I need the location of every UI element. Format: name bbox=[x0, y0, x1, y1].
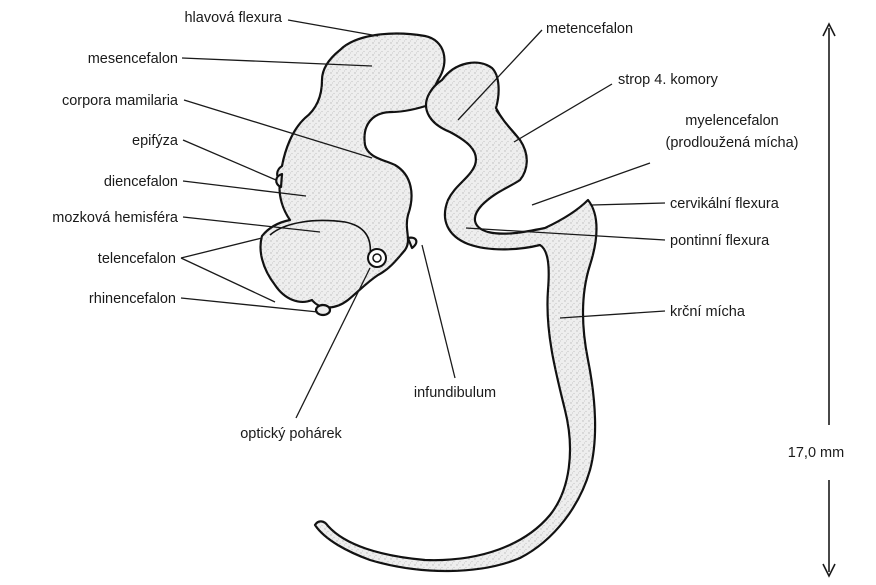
label-diencefalon: diencefalon bbox=[104, 174, 178, 190]
label-krcni-micha: krční mícha bbox=[670, 304, 746, 320]
leader-hlavova-flexura bbox=[288, 20, 378, 36]
label-rhinencefalon: rhinencefalon bbox=[89, 291, 176, 307]
label-mozkova-hemisfera: mozková hemisféra bbox=[52, 210, 179, 226]
scale-bar-label: 17,0 mm bbox=[788, 445, 844, 461]
leader-telencefalon-b bbox=[181, 258, 275, 302]
leader-epifyza bbox=[183, 140, 276, 180]
label-telencefalon: telencefalon bbox=[98, 251, 176, 267]
label-opticky-poharek: optický pohárek bbox=[240, 426, 342, 442]
label-corpora-mamilaria: corpora mamilaria bbox=[62, 93, 179, 109]
label-myelencefalon: myelencefalon bbox=[685, 113, 779, 129]
label-infundibulum: infundibulum bbox=[414, 385, 496, 401]
optic-cup-center bbox=[373, 254, 381, 262]
label-strop-4-komory: strop 4. komory bbox=[618, 72, 719, 88]
label-epifyza: epifýza bbox=[132, 133, 179, 149]
leader-cervikalni-flexura bbox=[592, 203, 665, 205]
label-metencefalon: metencefalon bbox=[546, 21, 633, 37]
label-prodlouzena-micha: (prodloužená mícha) bbox=[666, 135, 799, 151]
infundibulum-bump bbox=[408, 238, 416, 248]
leader-infundibulum bbox=[422, 245, 455, 378]
label-cervikalni-flexura: cervikální flexura bbox=[670, 196, 780, 212]
embryo-brain-drawing bbox=[261, 34, 597, 571]
leader-telencefalon-a bbox=[181, 238, 262, 258]
label-hlavova-flexura: hlavová flexura bbox=[184, 10, 282, 26]
forebrain-shading bbox=[261, 34, 445, 308]
scale-bar: 17,0 mm bbox=[788, 24, 844, 576]
epiphysis-bump bbox=[276, 174, 282, 187]
label-mesencefalon: mesencefalon bbox=[88, 51, 178, 67]
leader-strop-4-komory bbox=[514, 84, 612, 142]
label-pontinni-flexura: pontinní flexura bbox=[670, 233, 770, 249]
rhinencephalon-bump bbox=[316, 305, 330, 315]
leader-myelencefalon bbox=[532, 163, 650, 205]
